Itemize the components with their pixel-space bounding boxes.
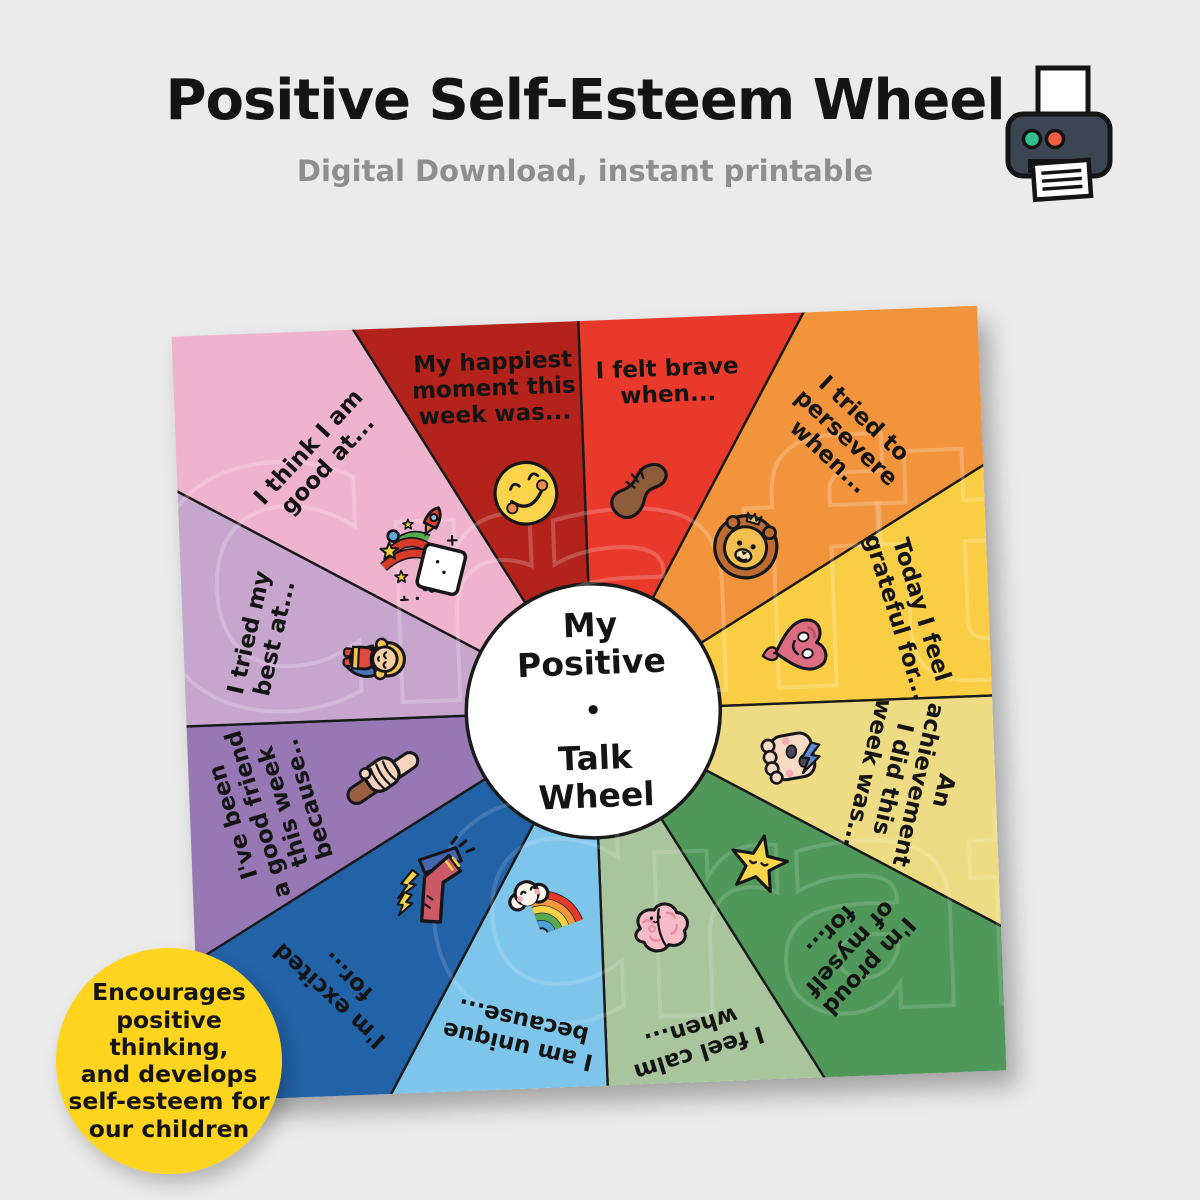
smiley-face-icon: [482, 450, 569, 537]
page-subtitle: Digital Download, instant printable: [296, 154, 874, 188]
star-icon: [713, 818, 804, 909]
brain-icon: [616, 884, 705, 973]
segment-good-friend: [171, 709, 595, 1102]
segment-unique: [172, 709, 630, 1102]
superhero-girl-icon: [326, 615, 417, 706]
promo-badge: Encourages positive thinking, and develo…: [56, 948, 282, 1174]
flexed-arm-icon: [599, 448, 686, 535]
heart-icon: [754, 602, 843, 691]
wheel-hub-circle: [464, 582, 723, 840]
wheel-poster: Craftly Craftly: [171, 305, 1007, 1102]
segment-grateful: [592, 305, 1007, 713]
handshake-icon: [334, 728, 429, 823]
wheel-center: My Positive • Talk Wheel: [464, 602, 722, 821]
lion-icon: [699, 499, 792, 592]
page-title: Positive Self-Esteem Wheel: [165, 68, 1005, 133]
rainbow-icon: [499, 862, 597, 960]
fist-lightning-icon: [749, 712, 838, 801]
wheel-center-title-bottom: Talk Wheel: [537, 736, 656, 818]
wheel-center-dot: •: [584, 695, 603, 727]
promo-badge-text: Encourages positive thinking, and develo…: [68, 978, 270, 1143]
fist-pump-icon: [387, 832, 485, 930]
imagination-icon: [370, 500, 472, 603]
printer-icon: [1000, 62, 1118, 206]
segment-label-brave: I felt brave when...: [595, 353, 740, 410]
promo-badge-circle: [56, 948, 282, 1174]
wheel-center-title-top: My Positive: [516, 604, 667, 686]
